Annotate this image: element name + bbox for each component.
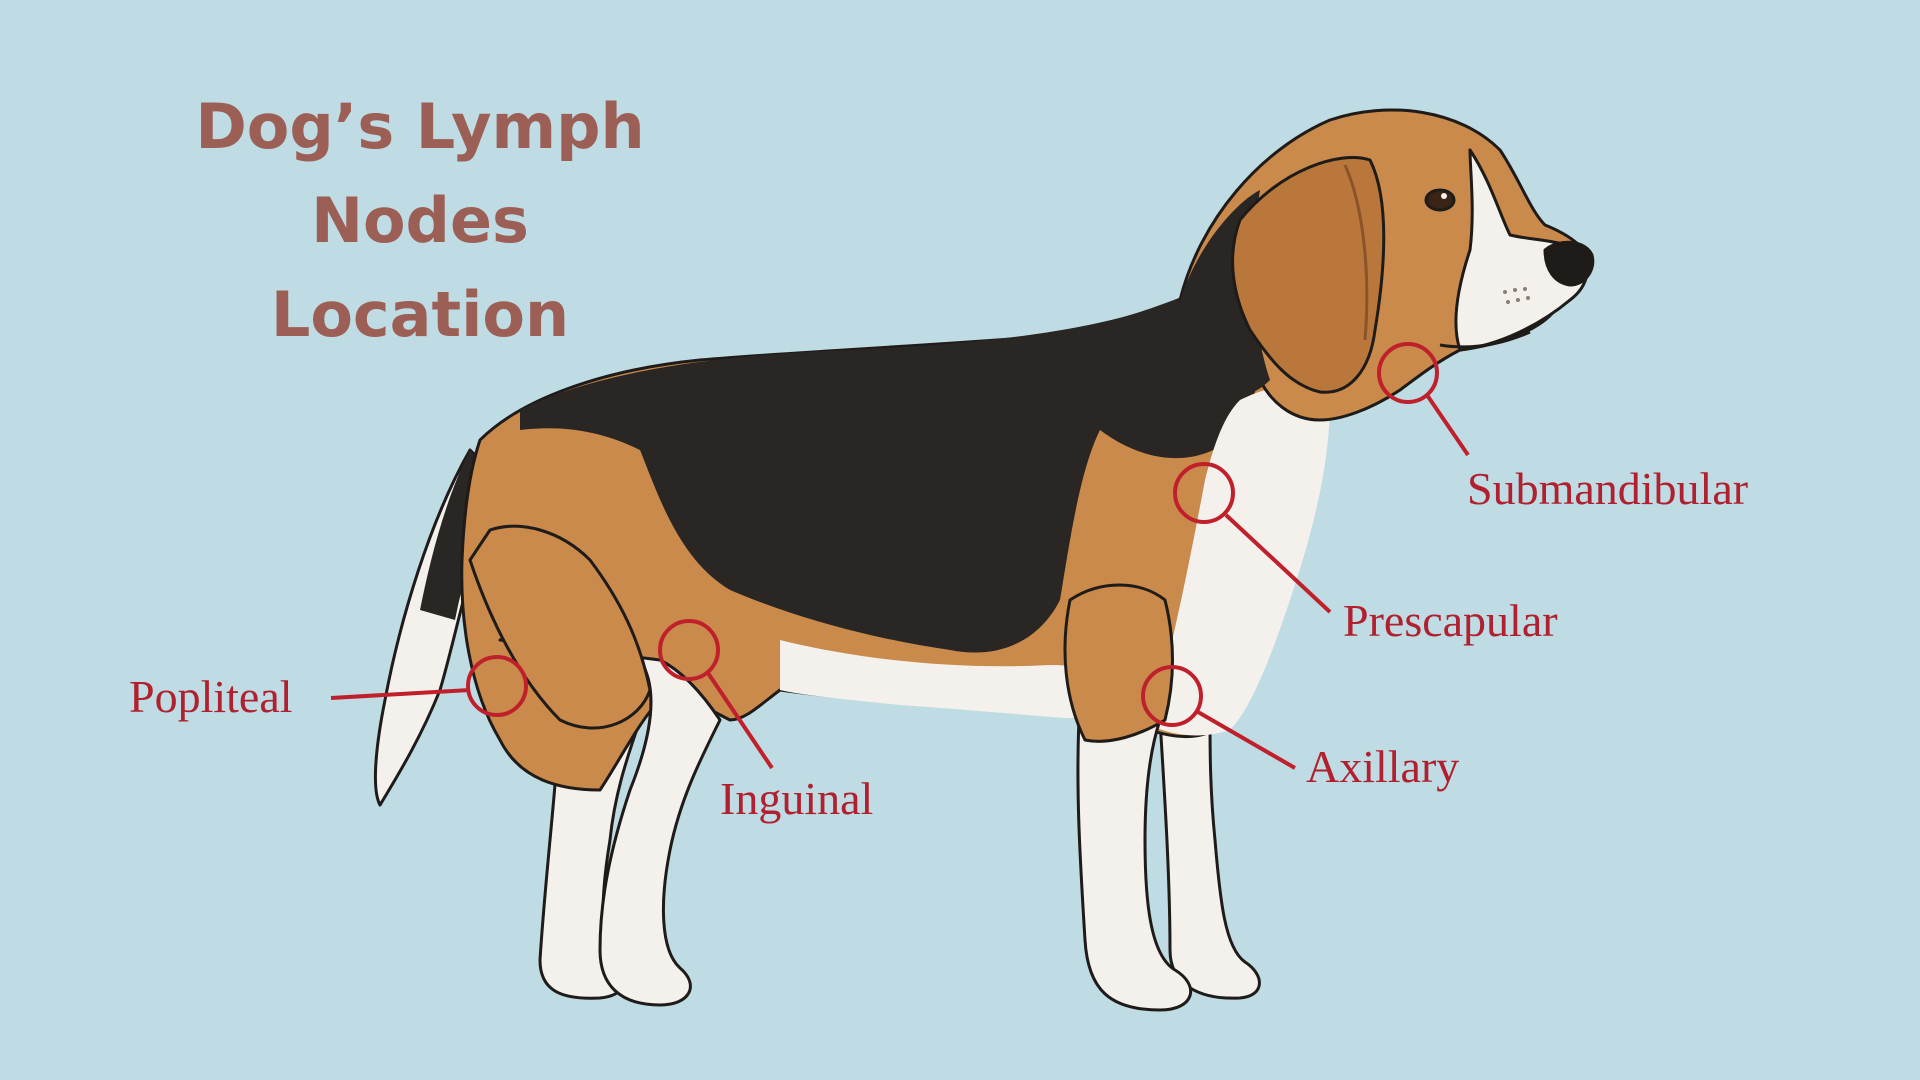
label-axillary: Axillary	[1306, 741, 1460, 792]
label-submandibular: Submandibular	[1467, 463, 1749, 514]
label-popliteal: Popliteal	[129, 671, 293, 722]
title-line-1: Dog’s Lymph Nodes	[195, 90, 645, 257]
beagle-body	[373, 108, 1595, 1012]
label-inguinal: Inguinal	[720, 773, 874, 824]
marker-submandibular	[1377, 342, 1470, 457]
node-markers	[330, 342, 1470, 770]
title-line-2: Location	[270, 278, 570, 351]
label-prescapular: Prescapular	[1343, 595, 1558, 646]
diagram-title: Dog’s Lymph Nodes Location	[100, 80, 740, 362]
marker-popliteal	[330, 655, 528, 717]
marker-inguinal	[658, 619, 774, 770]
marker-prescapular	[1173, 462, 1332, 614]
marker-axillary	[1141, 665, 1296, 770]
